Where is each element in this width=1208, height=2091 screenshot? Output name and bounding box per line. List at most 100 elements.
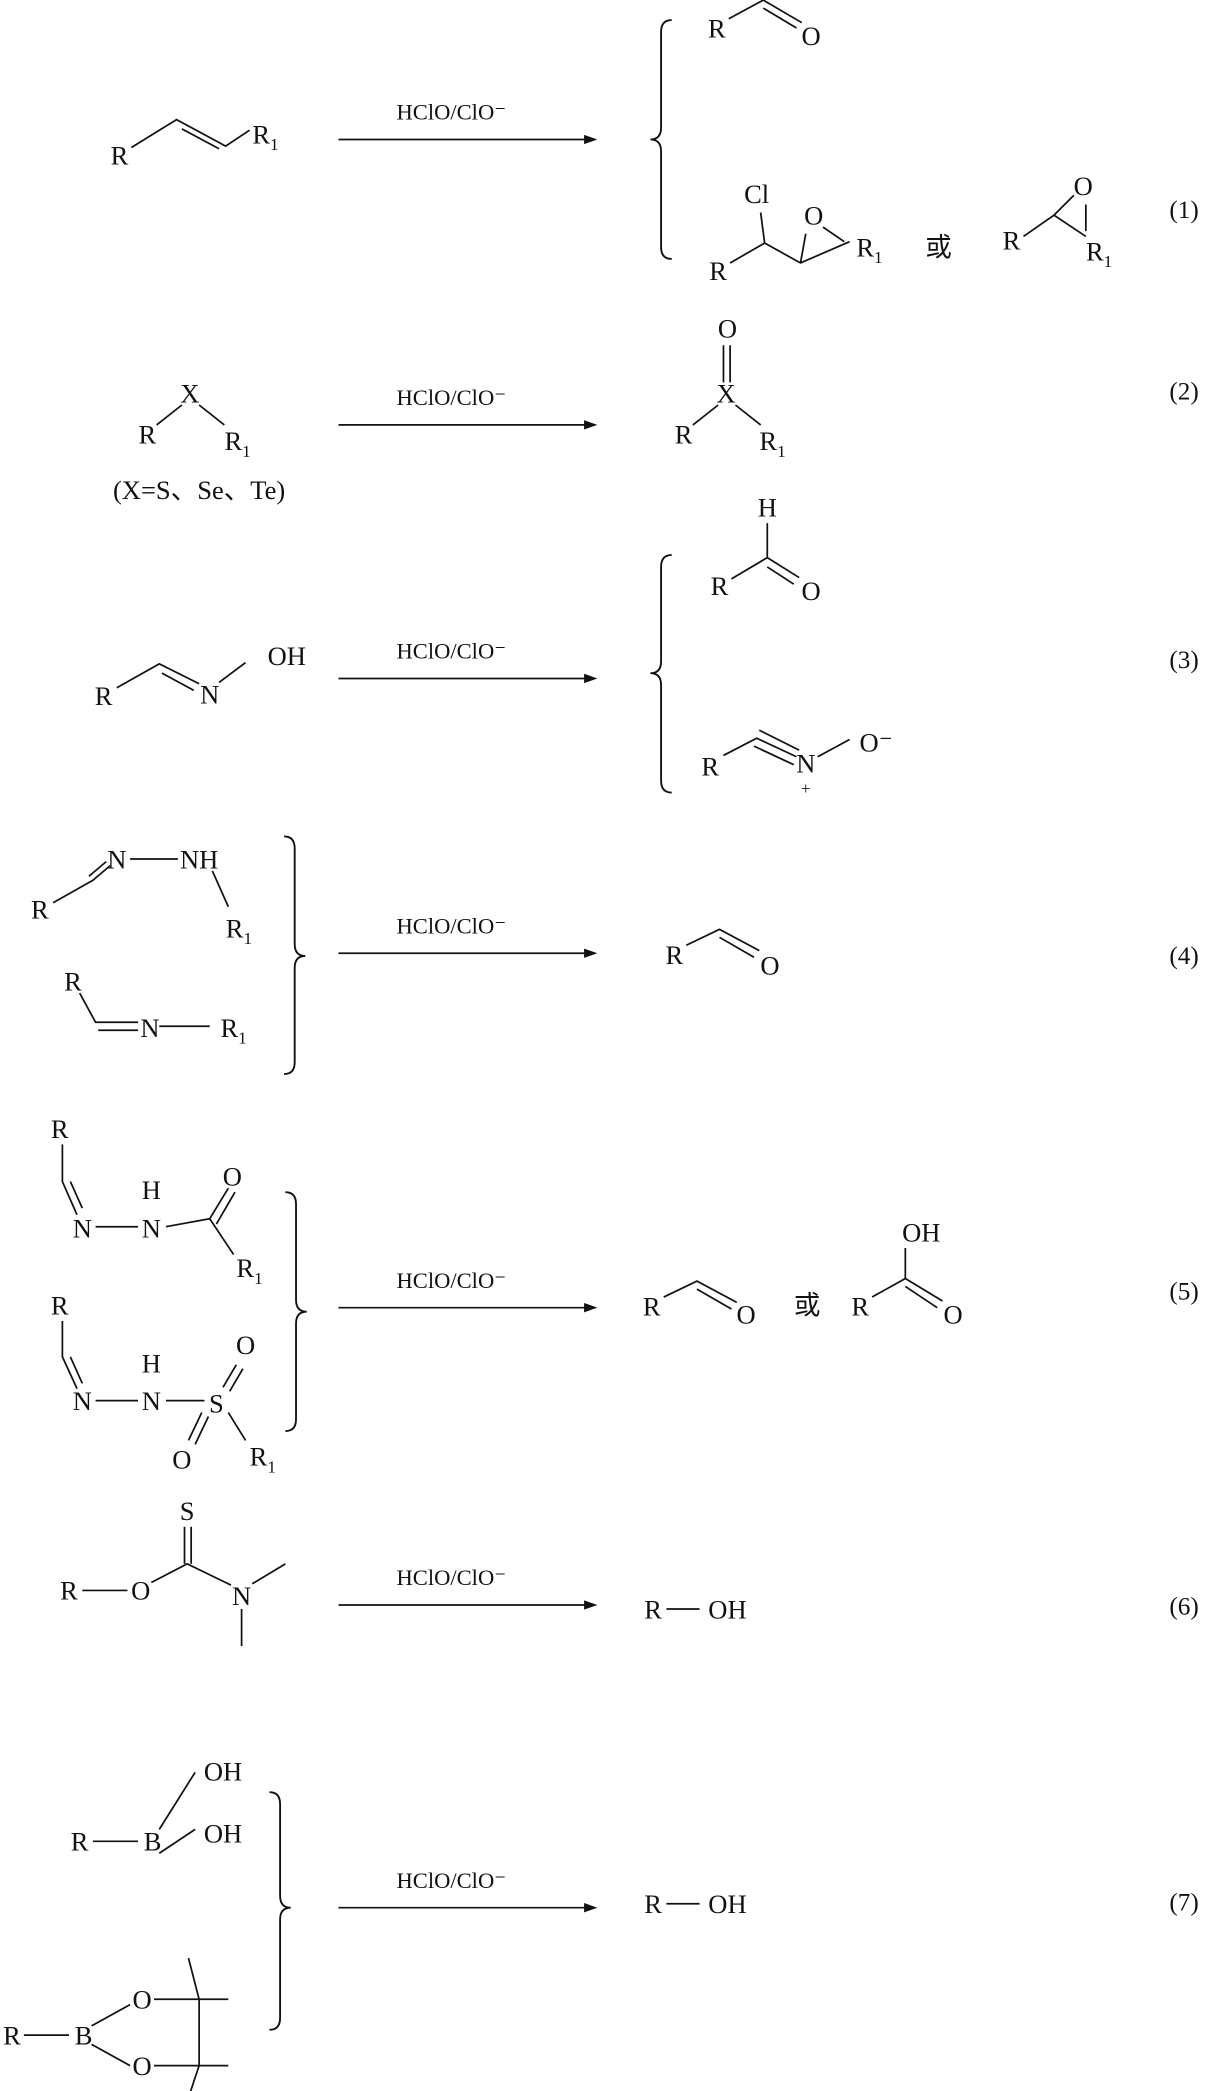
atom-oh: OH <box>902 1217 940 1247</box>
reaction-7: R B OH OH R B O O HClO/ClO⁻ R OH (7) <box>3 1756 1199 2091</box>
atom-r: R <box>708 13 726 43</box>
pinacol-boronate-bonds <box>23 1957 229 2091</box>
or-text: 或 <box>794 1290 821 1320</box>
atom-oh: OH <box>204 1756 242 1786</box>
reactant-brace <box>284 835 306 1075</box>
reaction-number: (2) <box>1169 379 1198 406</box>
reactant-brace <box>269 1791 291 2031</box>
atom-r1: R1 <box>220 1013 246 1048</box>
atom-r: R <box>701 751 719 781</box>
reaction-3: R N OH HClO/ClO⁻ H R O R N + O⁻ (3) <box>95 493 1199 798</box>
atom-o: O <box>804 200 823 230</box>
atom-r1: R1 <box>250 1442 276 1477</box>
reactant-brace <box>285 1191 307 1433</box>
atom-r1: R1 <box>856 232 882 267</box>
reaction-number: (6) <box>1169 1593 1198 1620</box>
atom-r: R <box>64 966 82 996</box>
double-bond <box>762 7 797 29</box>
arrow-head <box>584 1600 598 1610</box>
atom-r: R <box>31 895 49 925</box>
atom-r1: R1 <box>226 913 252 948</box>
carboxylic-acid-bonds <box>871 1247 943 1309</box>
atom-r1: R1 <box>236 1253 262 1288</box>
arrow-head <box>584 948 598 958</box>
reaction-5: R N H N O R1 R N H N S O O R1 HClO/ClO⁻ … <box>51 1114 1199 1477</box>
arrow-head <box>584 1903 598 1913</box>
double-bond <box>181 128 220 150</box>
atom-r: R <box>851 1292 869 1322</box>
nitrile-oxide-bonds <box>723 729 850 766</box>
reaction-number: (1) <box>1169 197 1198 224</box>
atom-nh: NH <box>180 844 218 874</box>
atom-x: X <box>180 378 199 408</box>
atom-o: O <box>236 1330 255 1360</box>
atom-o: O <box>132 1985 151 2015</box>
atom-oh: OH <box>268 641 306 671</box>
atom-n: N <box>232 1581 251 1611</box>
arrow-head <box>584 673 598 684</box>
atom-cl: Cl <box>744 179 769 209</box>
reaction-6: S R O N HClO/ClO⁻ R OH (6) <box>60 1496 1199 1647</box>
atom-x: X <box>717 378 736 408</box>
atom-n: N <box>200 680 219 710</box>
atom-o: O <box>172 1444 191 1474</box>
reaction-number: (4) <box>1169 943 1198 970</box>
double-bond <box>722 345 731 383</box>
reaction-1: R R1 HClO/ClO⁻ R O Cl O R R1 或 R O R1 (1… <box>111 0 1199 286</box>
acylhydrazone-bonds <box>61 1144 236 1256</box>
sulfide-bonds <box>156 404 225 426</box>
reagent-label: HClO/ClO⁻ <box>397 1565 507 1590</box>
atom-n: N <box>73 1213 92 1243</box>
reagent-label: HClO/ClO⁻ <box>397 100 507 125</box>
reagent-label: HClO/ClO⁻ <box>397 639 507 664</box>
atom-r: R <box>709 256 727 286</box>
atom-r1: R1 <box>252 119 278 154</box>
arrow-head <box>584 1303 598 1313</box>
reaction-number: (5) <box>1169 1279 1198 1306</box>
reaction-number: (7) <box>1169 1889 1198 1916</box>
atom-r: R <box>675 419 693 449</box>
atom-n: N <box>107 844 126 874</box>
atom-n: N <box>142 1386 161 1416</box>
atom-r: R <box>643 1292 661 1322</box>
reagent-label: HClO/ClO⁻ <box>397 913 507 938</box>
aldehyde-bonds <box>663 1280 738 1310</box>
atom-o-minus: O⁻ <box>860 727 893 757</box>
atom-r: R <box>711 571 729 601</box>
reaction-4: R N NH R1 R N R1 HClO/ClO⁻ R O (4) <box>31 835 1199 1075</box>
arrow-head <box>584 134 598 145</box>
atom-r1: R1 <box>1086 236 1112 271</box>
atom-oh: OH <box>204 1819 242 1849</box>
atom-h: H <box>142 1175 161 1205</box>
oxide-bonds <box>692 404 762 426</box>
atom-b: B <box>144 1827 162 1857</box>
atom-r: R <box>1003 226 1021 256</box>
atom-n: N <box>140 1013 159 1043</box>
atom-r: R <box>644 1594 662 1624</box>
chlorohydrin-epoxide-bonds <box>729 212 850 264</box>
atom-o: O <box>760 950 779 980</box>
atom-n: N <box>73 1386 92 1416</box>
atom-s: S <box>209 1389 224 1419</box>
atom-r: R <box>111 141 129 171</box>
atom-r1: R1 <box>759 426 785 461</box>
alkene-bonds <box>130 118 251 149</box>
or-text: 或 <box>925 232 952 262</box>
reagent-label: HClO/ClO⁻ <box>397 1268 507 1293</box>
atom-o: O <box>718 313 737 343</box>
atom-oh: OH <box>708 1889 746 1919</box>
sulfonylhydrazone-bonds <box>61 1320 247 1445</box>
atom-r1: R1 <box>224 426 250 461</box>
arrow-head <box>584 420 598 430</box>
atom-o: O <box>132 2051 151 2081</box>
atom-r: R <box>51 1114 69 1144</box>
boronic-acid-bonds <box>92 1771 196 1854</box>
atom-h: H <box>142 1349 161 1379</box>
aldehyde-bonds <box>685 928 760 958</box>
atom-n: N <box>796 749 815 779</box>
atom-r: R <box>71 1827 89 1857</box>
atom-r: R <box>95 681 113 711</box>
atom-oh: OH <box>708 1594 746 1624</box>
atom-r: R <box>138 419 156 449</box>
